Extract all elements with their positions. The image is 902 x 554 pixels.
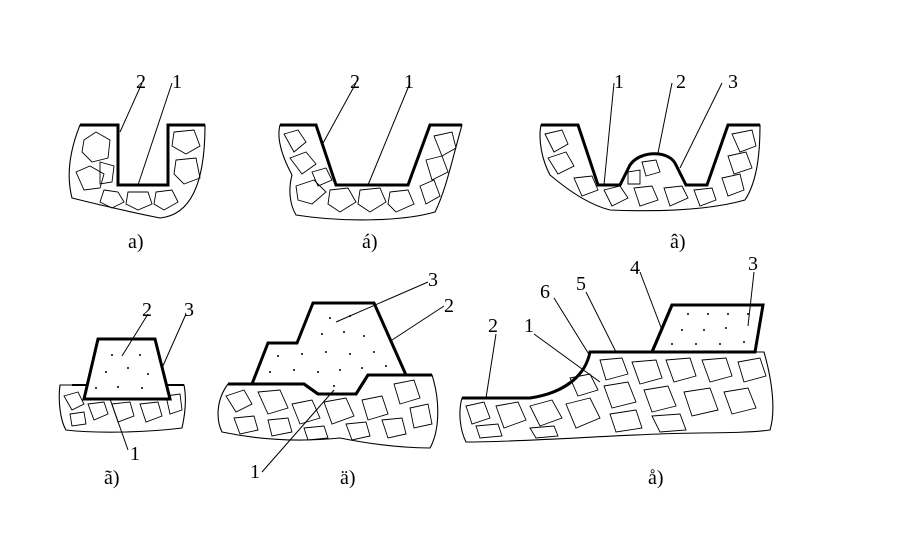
panel-c-caption: â) <box>670 231 686 253</box>
panel-b-stones <box>283 129 457 213</box>
panel-f: 4 3 6 5 2 1 å) <box>459 253 774 489</box>
panel-f-leader-5 <box>585 291 617 353</box>
panel-f-label-1: 1 <box>524 315 534 337</box>
panel-d-fill-dots <box>95 354 149 389</box>
panel-d: 2 3 1 ã) <box>58 299 194 489</box>
panel-c-label-1: 1 <box>614 71 624 93</box>
panel-c-leader-3 <box>679 82 723 169</box>
panel-e-label-2: 2 <box>444 295 454 317</box>
panel-a-label-2: 2 <box>136 71 146 93</box>
panel-f-leader-1 <box>533 333 601 383</box>
panel-d-label-2: 2 <box>142 299 152 321</box>
panel-a: 2 1 а) <box>68 71 206 253</box>
panel-e-fill-dots <box>269 315 387 387</box>
panel-c-label-3: 3 <box>728 71 738 93</box>
panel-b-leader-1 <box>367 82 411 186</box>
panel-b-caption: á) <box>362 231 378 253</box>
panel-f-leader-3 <box>747 271 755 327</box>
panel-a-soil <box>68 124 206 219</box>
panel-b-trench-lining <box>280 123 462 187</box>
panel-f-terrace-top <box>650 303 763 353</box>
panel-e-leader-2 <box>391 305 445 341</box>
panel-b-label-2: 2 <box>350 71 360 93</box>
panel-c-trench-lining <box>541 123 760 187</box>
panel-f-label-3: 3 <box>748 253 758 275</box>
panel-e-ground-line <box>228 373 432 396</box>
panel-d-label-3: 3 <box>184 299 194 321</box>
panel-b-soil <box>278 124 463 221</box>
panel-d-stones <box>63 391 183 427</box>
panel-f-ground-line <box>462 350 755 400</box>
panel-a-leader-1 <box>137 82 173 186</box>
panel-d-label-1: 1 <box>130 443 140 465</box>
panel-f-label-4: 4 <box>630 257 640 279</box>
panel-f-label-6: 6 <box>540 281 550 303</box>
panel-f-label-2: 2 <box>488 315 498 337</box>
panel-e: 3 2 1 ä) <box>217 269 454 489</box>
panel-a-caption: а) <box>128 231 144 253</box>
panel-f-caption: å) <box>648 467 664 489</box>
panel-c: 1 2 3 â) <box>539 71 761 253</box>
panel-e-caption: ä) <box>340 467 356 489</box>
panel-d-leader-2 <box>121 313 149 357</box>
panel-f-leader-6 <box>553 297 591 357</box>
panel-d-fill-body <box>82 337 172 401</box>
panel-c-leader-1 <box>603 82 615 186</box>
panel-e-leader-3 <box>335 281 429 323</box>
panel-d-leader-1 <box>109 398 129 451</box>
panel-c-leader-2 <box>657 82 673 154</box>
panel-e-leader-1 <box>261 389 335 473</box>
panel-c-stones <box>544 129 757 207</box>
panel-b: 2 1 á) <box>278 71 463 253</box>
panel-c-label-2: 2 <box>676 71 686 93</box>
panel-b-leader-2 <box>321 82 357 146</box>
panel-a-trench-lining <box>80 123 205 187</box>
panel-a-stones <box>75 129 201 211</box>
panel-b-label-1: 1 <box>404 71 414 93</box>
panel-d-caption: ã) <box>104 467 120 489</box>
panel-d-leader-3 <box>161 313 187 369</box>
panel-e-stones <box>225 379 433 441</box>
panel-a-label-1: 1 <box>172 71 182 93</box>
panel-c-soil <box>539 124 761 212</box>
panel-f-label-5: 5 <box>576 273 586 295</box>
panel-f-fill-dots <box>671 313 749 345</box>
panel-e-label-1: 1 <box>250 461 260 483</box>
panel-e-label-3: 3 <box>428 269 438 291</box>
panel-a-leader-2 <box>119 82 143 133</box>
panel-f-stones <box>465 357 767 439</box>
panel-f-leader-2 <box>485 333 497 399</box>
panel-f-leader-4 <box>639 271 663 331</box>
